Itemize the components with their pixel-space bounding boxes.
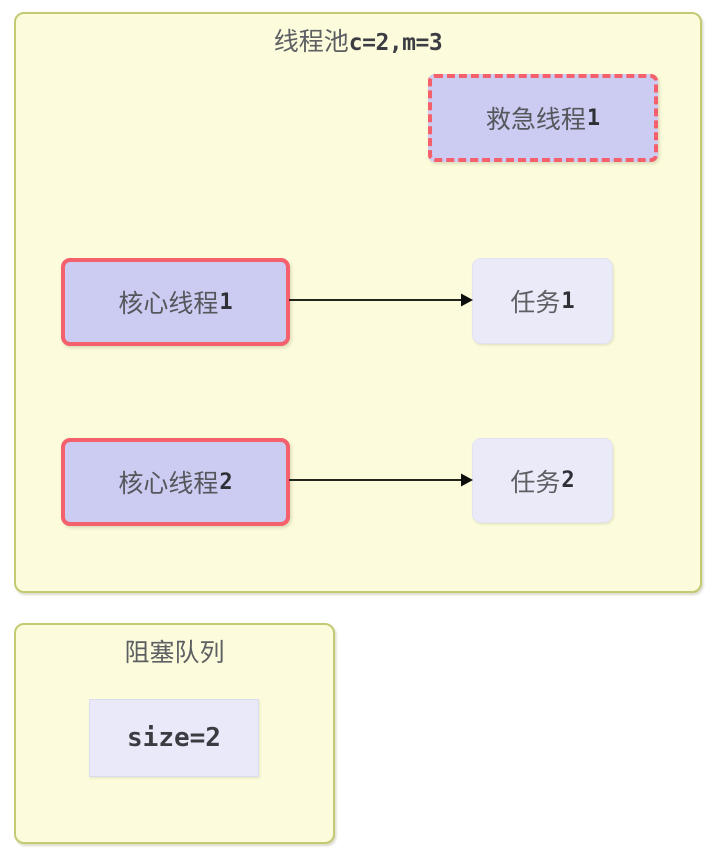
emergency-thread-1-label: 救急线程 xyxy=(485,107,586,134)
task-2-number: 2 xyxy=(561,468,575,493)
emergency-thread-1-number: 1 xyxy=(586,105,601,131)
arrow-core-thread-1-to-task-1 xyxy=(289,293,473,307)
thread-pool-title-cjk: 线程池 xyxy=(273,29,349,56)
thread-pool-title-params: c=2,m=3 xyxy=(348,30,443,56)
core-thread-2-label: 核心线程 xyxy=(118,471,219,498)
thread-pool-title: 线程池c=2,m=3 xyxy=(16,28,700,58)
core-thread-2-number: 2 xyxy=(219,469,233,495)
arrow-core-thread-2-to-task-2 xyxy=(289,473,473,487)
task-1-label: 任务 xyxy=(510,290,561,317)
core-thread-1-number: 1 xyxy=(219,289,233,315)
task-2-label: 任务 xyxy=(510,469,561,497)
task-1-number: 1 xyxy=(561,288,575,314)
queue-size-box[interactable]: size=2 xyxy=(89,699,259,777)
core-thread-1-label: 核心线程 xyxy=(118,291,219,318)
blocking-queue-title: 阻塞队列 xyxy=(124,640,225,667)
